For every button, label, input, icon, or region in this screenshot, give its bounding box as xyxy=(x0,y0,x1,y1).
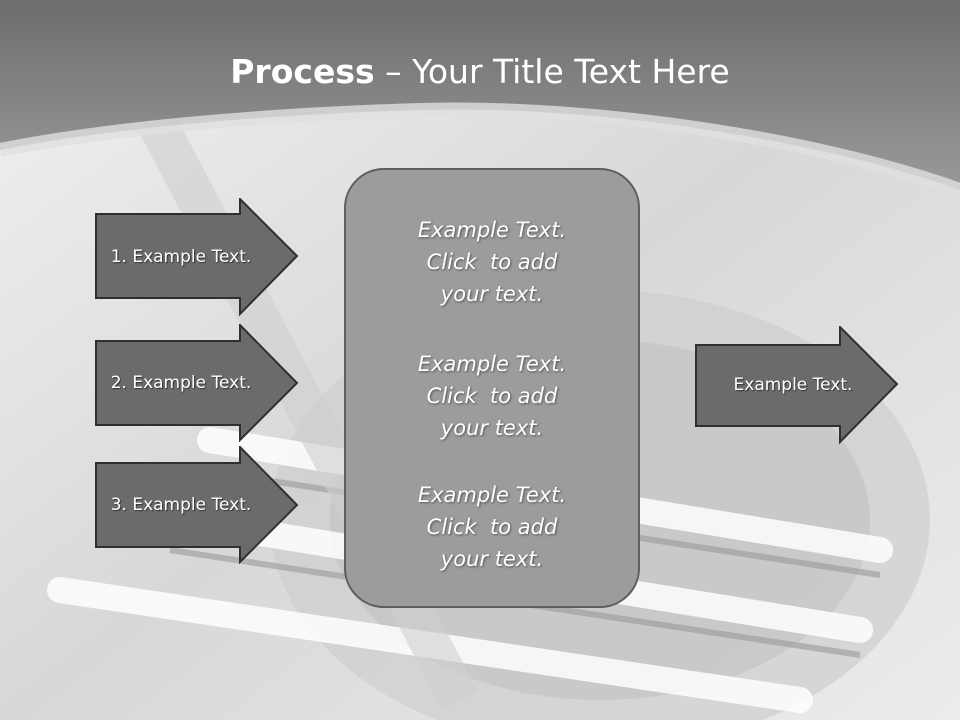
result-arrow[interactable]: Example Text. xyxy=(695,326,899,444)
title-rest: – Your Title Text Here xyxy=(374,52,730,91)
text-line: your text. xyxy=(440,416,544,440)
arrow-label: 1. Example Text. xyxy=(110,247,252,267)
center-text-box[interactable]: Example Text. Click to add your text. Ex… xyxy=(344,168,640,608)
text-line: Click to add xyxy=(426,515,558,539)
right-arrow-shape xyxy=(95,198,299,316)
arrow-label: 2. Example Text. xyxy=(110,373,252,393)
process-arrow-1[interactable]: 1. Example Text. xyxy=(95,198,299,316)
text-line: Example Text. xyxy=(417,483,567,507)
arrow-label: 3. Example Text. xyxy=(110,495,252,515)
text-line: Example Text. xyxy=(417,218,567,242)
right-arrow-shape xyxy=(695,326,899,444)
text-block-2: Example Text. Click to add your text. xyxy=(346,348,638,444)
process-arrow-3[interactable]: 3. Example Text. xyxy=(95,446,299,564)
process-arrow-2[interactable]: 2. Example Text. xyxy=(95,324,299,442)
right-arrow-shape xyxy=(95,446,299,564)
arrow-label: Example Text. xyxy=(733,375,853,395)
text-line: your text. xyxy=(440,547,544,571)
title-bold: Process xyxy=(230,52,375,91)
right-arrow-shape xyxy=(95,324,299,442)
text-block-1: Example Text. Click to add your text. xyxy=(346,214,638,310)
text-line: Click to add xyxy=(426,250,558,274)
text-line: Click to add xyxy=(426,384,558,408)
slide-title: Process – Your Title Text Here xyxy=(0,52,960,91)
text-line: Example Text. xyxy=(417,352,567,376)
text-block-3: Example Text. Click to add your text. xyxy=(346,479,638,575)
text-line: your text. xyxy=(440,282,544,306)
